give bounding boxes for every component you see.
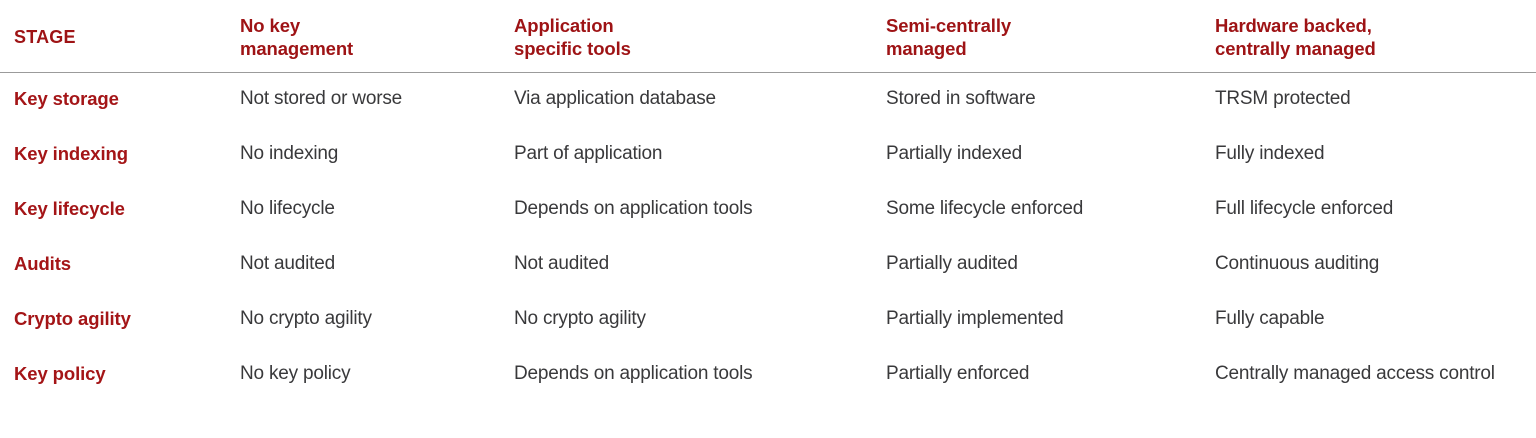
table-body: Key storage Not stored or worse Via appl… xyxy=(0,73,1536,418)
cell-crypto-agility-no-key-management: No crypto agility xyxy=(240,308,372,329)
table-row: Key policy No key policy Depends on appl… xyxy=(0,348,1536,418)
cell-key-lifecycle-no-key-management: No lifecycle xyxy=(240,198,335,219)
table-row: Key lifecycle No lifecycle Depends on ap… xyxy=(0,183,1536,238)
cell-key-lifecycle-semi-centrally-managed: Some lifecycle enforced xyxy=(886,198,1084,219)
cell-key-storage-no-key-management: Not stored or worse xyxy=(240,88,402,109)
header-divider-line xyxy=(0,72,1536,73)
cell-key-indexing-semi-centrally-managed: Partially indexed xyxy=(886,143,1023,164)
column-header-application-specific-tools: Application specific tools xyxy=(514,15,631,59)
cell-key-lifecycle-application-specific-tools: Depends on application tools xyxy=(514,198,753,219)
cell-crypto-agility-semi-centrally-managed: Partially implemented xyxy=(886,308,1064,329)
cell-audits-hardware-backed: Continuous auditing xyxy=(1215,253,1380,274)
cell-key-indexing-application-specific-tools: Part of application xyxy=(514,143,663,164)
cell-key-storage-hardware-backed: TRSM protected xyxy=(1215,88,1351,109)
column-header-stage: STAGE xyxy=(14,26,76,47)
row-label-key-policy: Key policy xyxy=(14,363,106,384)
column-header-semi-centrally-managed: Semi-centrally managed xyxy=(886,15,1012,59)
cell-key-policy-no-key-management: No key policy xyxy=(240,363,351,384)
cell-crypto-agility-application-specific-tools: No crypto agility xyxy=(514,308,646,329)
cell-key-lifecycle-hardware-backed: Full lifecycle enforced xyxy=(1215,198,1394,219)
cell-key-indexing-no-key-management: No indexing xyxy=(240,143,339,164)
cell-key-storage-semi-centrally-managed: Stored in software xyxy=(886,88,1036,109)
cell-audits-semi-centrally-managed: Partially audited xyxy=(886,253,1018,274)
cell-crypto-agility-hardware-backed: Fully capable xyxy=(1215,308,1325,329)
table-header-row: STAGE No key management Application spec… xyxy=(0,0,1536,72)
cell-audits-no-key-management: Not audited xyxy=(240,253,335,274)
row-label-key-storage: Key storage xyxy=(14,88,119,109)
row-label-key-lifecycle: Key lifecycle xyxy=(14,198,125,219)
table-row: Audits Not audited Not audited Partially… xyxy=(0,238,1536,293)
row-label-audits: Audits xyxy=(14,253,71,274)
row-label-key-indexing: Key indexing xyxy=(14,143,128,164)
cell-audits-application-specific-tools: Not audited xyxy=(514,253,609,274)
table-row: Crypto agility No crypto agility No cryp… xyxy=(0,293,1536,348)
table-row: Key storage Not stored or worse Via appl… xyxy=(0,73,1536,128)
column-header-no-key-management: No key management xyxy=(240,15,354,59)
row-label-crypto-agility: Crypto agility xyxy=(14,308,131,329)
cell-key-policy-hardware-backed: Centrally managed access control xyxy=(1215,363,1495,384)
cell-key-policy-semi-centrally-managed: Partially enforced xyxy=(886,363,1030,384)
table-row: Key indexing No indexing Part of applica… xyxy=(0,128,1536,183)
cell-key-policy-application-specific-tools: Depends on application tools xyxy=(514,363,753,384)
cell-key-storage-application-specific-tools: Via application database xyxy=(514,88,716,109)
cell-key-indexing-hardware-backed: Fully indexed xyxy=(1215,143,1325,164)
column-header-hardware-backed-centrally-managed: Hardware backed, centrally managed xyxy=(1215,15,1376,59)
